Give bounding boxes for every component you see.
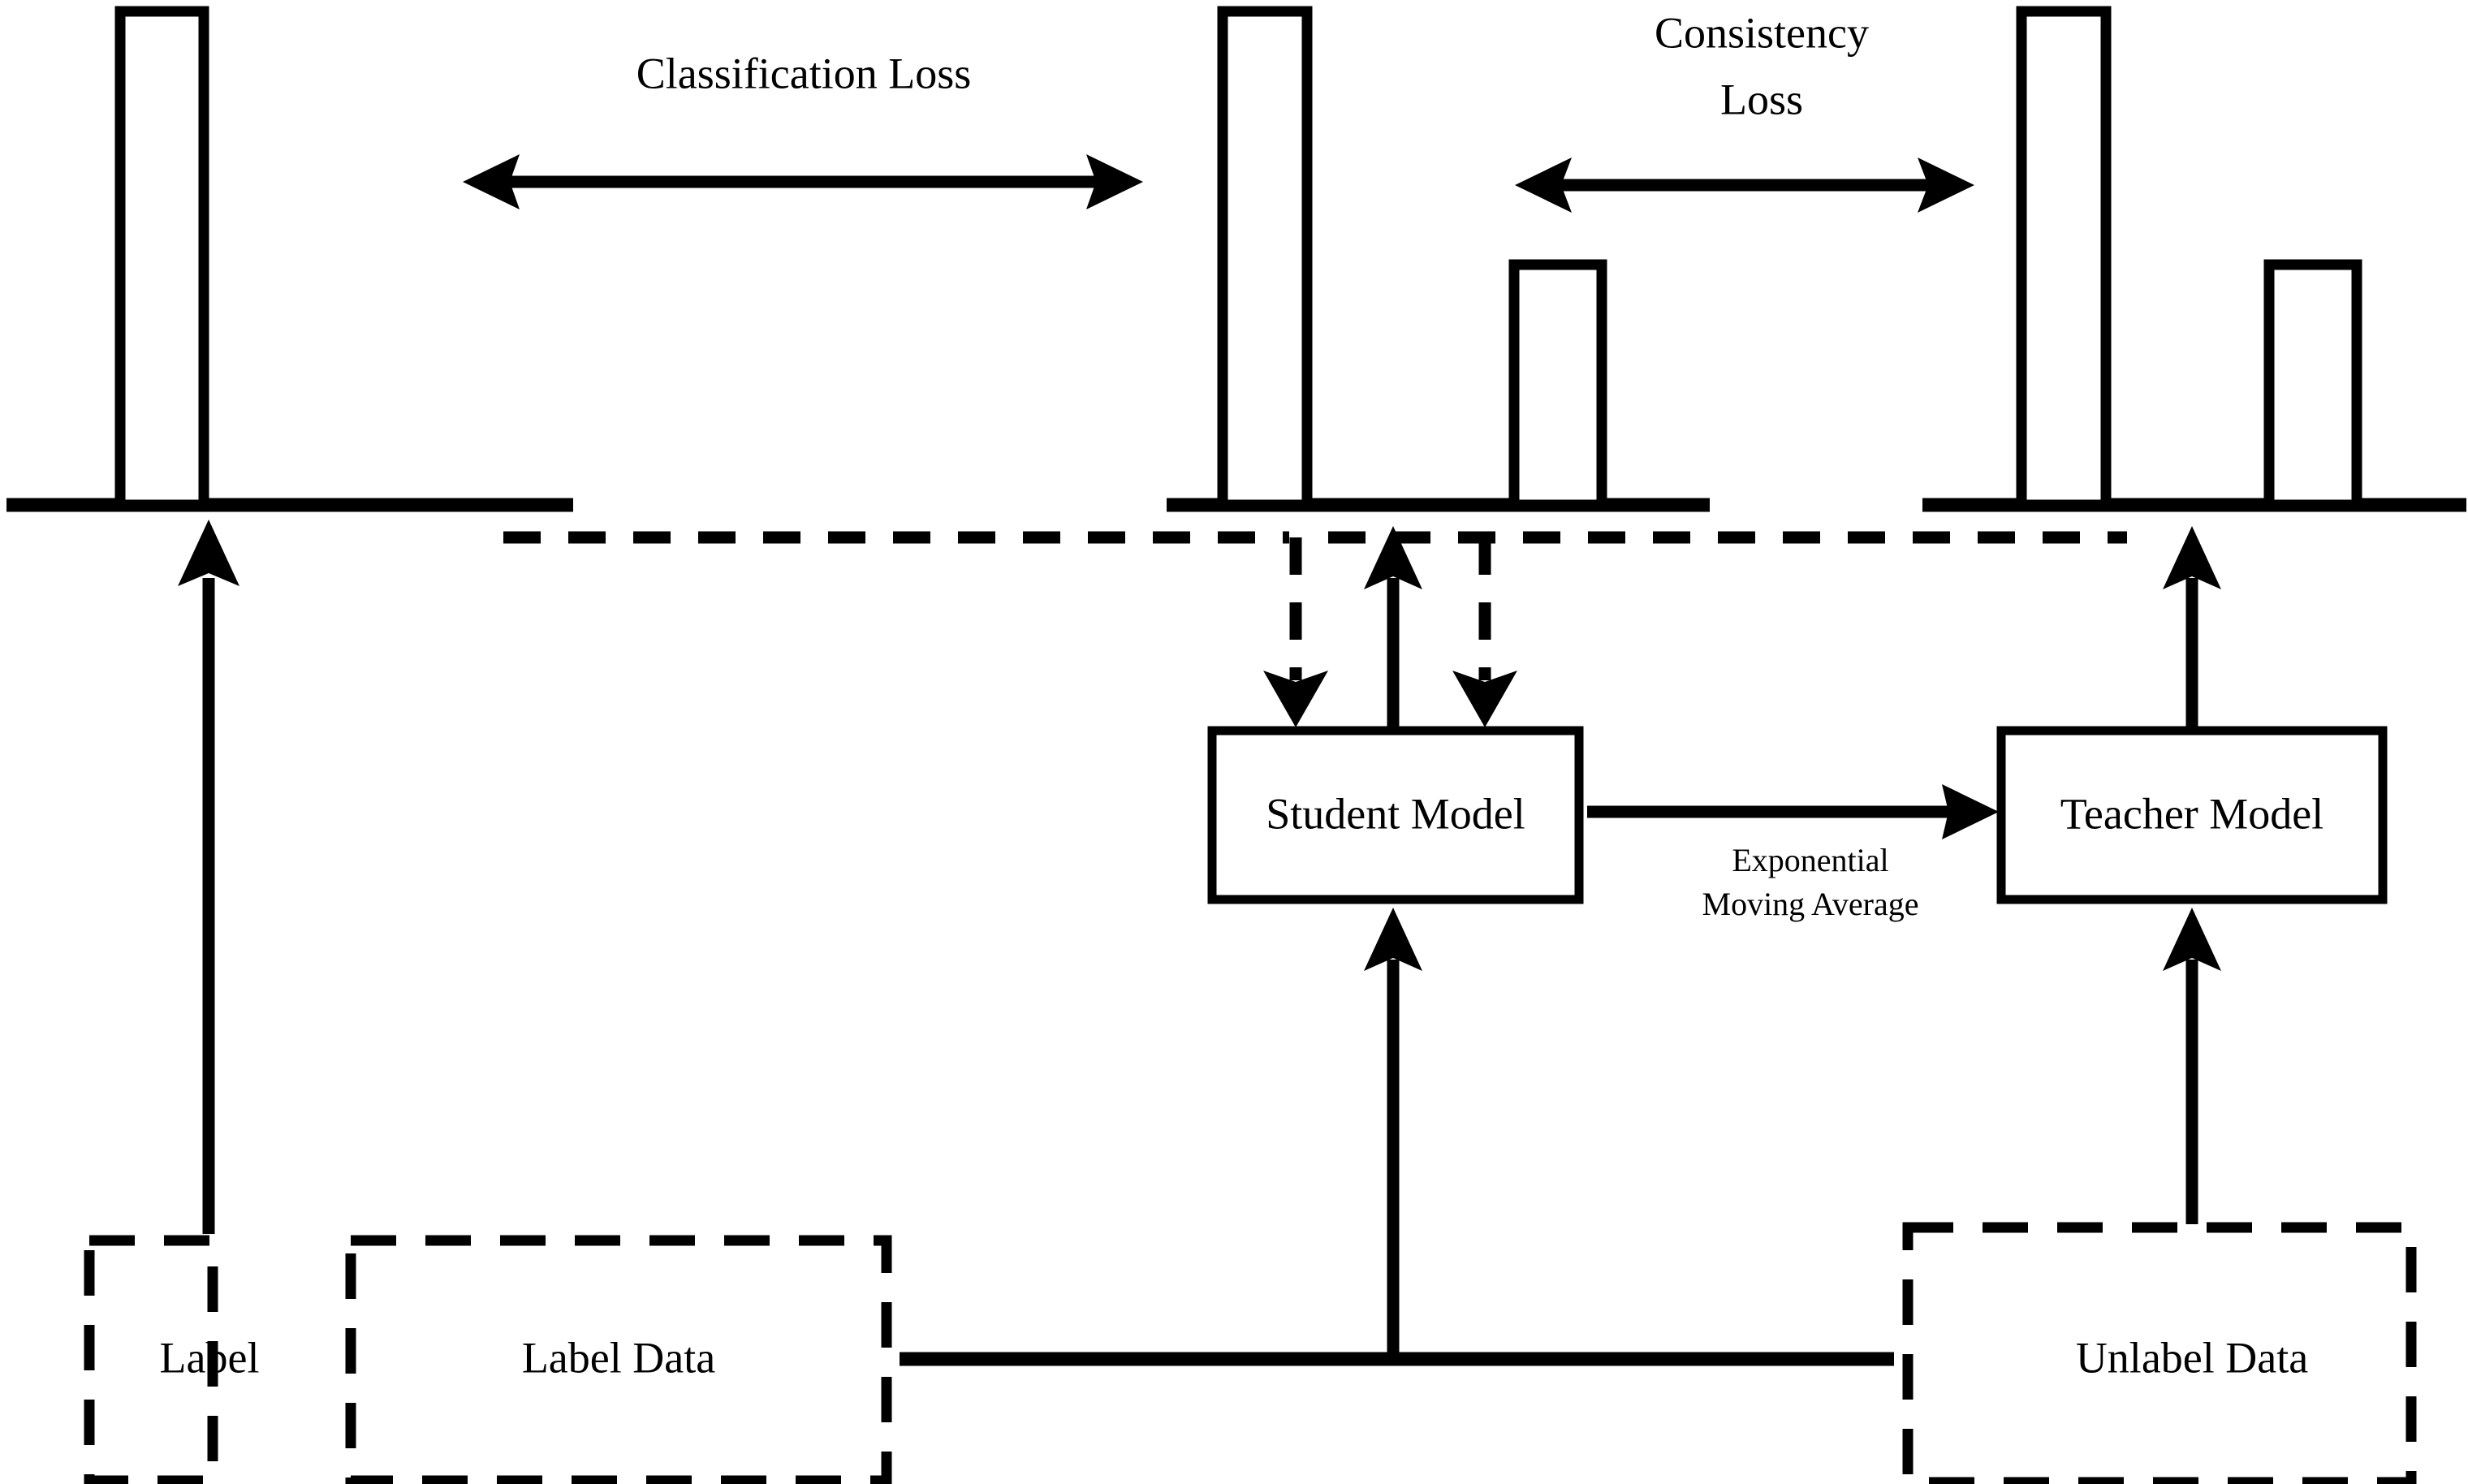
bar-student-2: [1508, 259, 1607, 511]
arrow-unlabel-to-teacher-head: [2163, 908, 2221, 971]
arrow-student-to-prediction-head: [1364, 526, 1422, 589]
classification-loss-label: Classification Loss: [636, 49, 971, 97]
label-data-box-label: Label Data: [522, 1333, 715, 1382]
arrow-data-to-student-head: [1364, 908, 1422, 971]
arrow-label-to-groundtruth: [178, 520, 239, 1234]
bar-teacher-1: [2016, 6, 2112, 511]
dashed-arrow-unlabeled-into-student: [1452, 537, 1517, 727]
bar-teacher-2: [2263, 259, 2362, 511]
arrow-student-to-teacher-ema: [1587, 784, 1999, 839]
label-box-label: Label: [160, 1333, 260, 1382]
unlabel-data-box[interactable]: [1902, 1222, 2417, 1484]
arrow-data-to-student: [1364, 908, 1422, 1357]
arrow-label-to-groundtruth-head: [178, 520, 239, 586]
arrow-student-to-prediction: [1364, 526, 1422, 729]
classification-loss-arrowhead-right: [1086, 154, 1143, 209]
dashed-arrow-unlabeled-head: [1452, 671, 1517, 727]
classification-loss-arrowhead-left: [463, 154, 520, 209]
dashed-arrow-labeled-into-student: [1263, 537, 1328, 727]
bar-ground-truth-1: [114, 6, 209, 511]
dashed-arrow-labeled-head: [1263, 671, 1328, 727]
consistency-loss-arrow: [1515, 157, 1974, 213]
histogram-bars-group: [114, 6, 2362, 511]
arrow-teacher-to-prediction-head: [2163, 526, 2221, 589]
arrow-teacher-to-prediction: [2163, 526, 2221, 729]
label-data-box[interactable]: [345, 1235, 892, 1484]
ema-label-line1: Exponential: [1732, 842, 1888, 878]
student-model-box[interactable]: [1207, 726, 1584, 904]
consistency-loss-arrowhead-left: [1515, 157, 1572, 213]
ema-label-line2: Moving Average: [1702, 886, 1919, 922]
teacher-model-box[interactable]: [1996, 726, 2388, 904]
consistency-loss-arrowhead-right: [1918, 157, 1974, 213]
classification-loss-arrow: [463, 154, 1143, 209]
unlabel-data-box-label: Unlabel Data: [2076, 1333, 2308, 1382]
arrow-unlabel-to-teacher: [2163, 908, 2221, 1224]
label-box[interactable]: [84, 1235, 218, 1484]
teacher-model-label: Teacher Model: [2060, 789, 2324, 838]
consistency-loss-label-line1: Consistency: [1655, 8, 1869, 57]
arrow-student-to-teacher-ema-head: [1942, 784, 1999, 839]
student-model-label: Student Model: [1266, 789, 1525, 838]
consistency-loss-label-line2: Loss: [1720, 75, 1803, 123]
bar-student-1: [1217, 6, 1313, 511]
